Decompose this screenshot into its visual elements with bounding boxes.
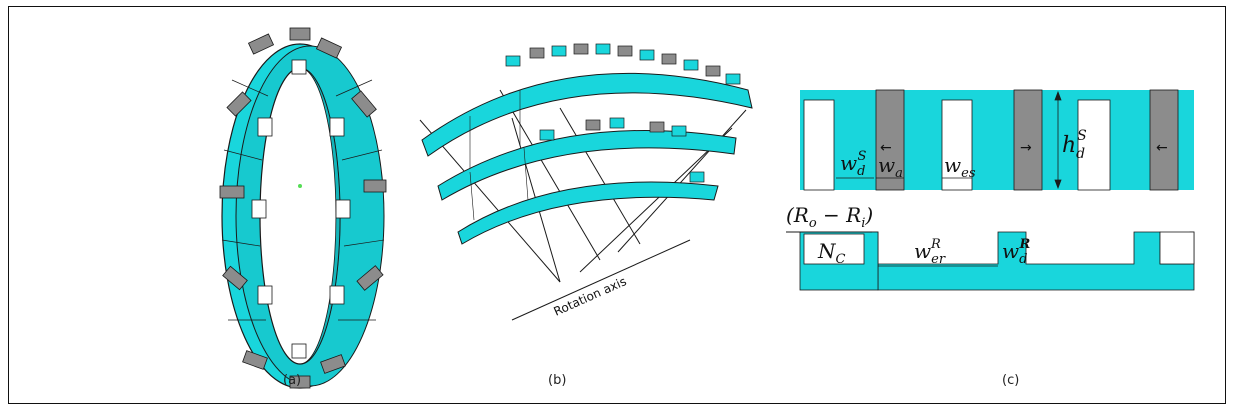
ring-magnets [219, 27, 387, 389]
label-wer-r: werR [914, 237, 946, 267]
arrow-left-2: ← [1156, 140, 1168, 156]
arc-blocks-cyan [505, 43, 741, 183]
ring-segment-lines [221, 79, 385, 321]
label-hd-s: hdS [1062, 128, 1087, 162]
label-wd-r: wdR [1002, 237, 1030, 267]
rotor-left-slot [803, 233, 865, 265]
caption-a: (a) [283, 373, 301, 388]
label-wes: wes [944, 153, 976, 181]
arc-mid [437, 129, 737, 201]
label-nc: NC [817, 239, 846, 267]
caption-b: (b) [548, 373, 566, 388]
panel-c-stator: ← → ← wdS wa wes hdS [800, 89, 1194, 191]
stator-slot-2 [941, 99, 973, 191]
stator-dimensions [836, 90, 1062, 190]
stator-body [800, 90, 1194, 190]
ring-center-mark [298, 184, 302, 188]
arc-struts [469, 90, 529, 221]
arc-blocks-gray [529, 43, 721, 133]
label-wd-s: wdS [840, 149, 866, 179]
rotor-right-slot [1159, 231, 1195, 265]
arrow-right: → [1020, 140, 1032, 156]
stator-slot-3 [1077, 99, 1111, 191]
caption-c: (c) [1002, 373, 1019, 388]
panel-c-rotor: (Ro − Ri) NC werR wdR [786, 203, 1195, 291]
ring-inner-surface [299, 67, 341, 365]
label-wa: wa [878, 153, 903, 181]
stator-magnet-1 [875, 89, 905, 191]
stator-magnet-2 [1013, 89, 1043, 191]
stator-slot-1 [803, 99, 835, 191]
panel-b-arcs [419, 43, 753, 321]
stator-magnet-3 [1149, 89, 1179, 191]
arc-top [421, 72, 753, 157]
axis-construction [419, 89, 747, 321]
label-ro-ri: (Ro − Ri) [786, 203, 873, 231]
rotation-axis-label: Rotation axis [552, 274, 629, 319]
arrow-left-1: ← [880, 140, 892, 156]
panel-a-ring [219, 27, 387, 389]
ring-cutouts [251, 59, 351, 359]
arc-bot [457, 181, 719, 245]
